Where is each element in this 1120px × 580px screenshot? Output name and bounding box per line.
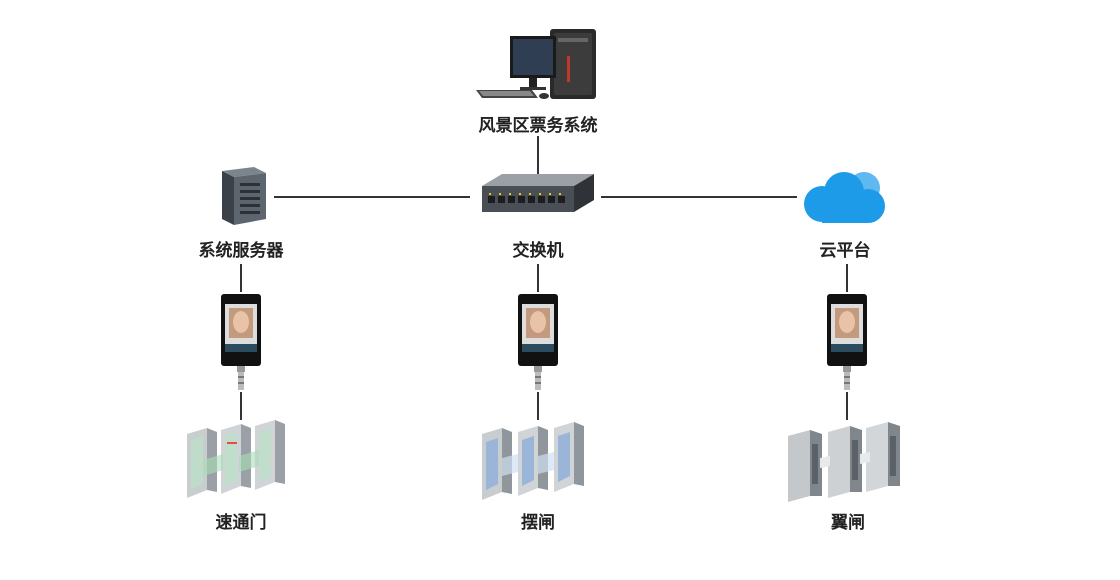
swing-gate-icon: [478, 420, 596, 502]
link-switch-cloud: [601, 196, 797, 198]
link-server-terminal: [240, 264, 242, 292]
link-ticketing-switch: [537, 136, 539, 176]
flap-barrier-icon: [786, 420, 906, 504]
speed-gate-label: 速通门: [215, 513, 267, 533]
link-cloud-terminal: [846, 264, 848, 292]
link-terminal-swing-gate: [537, 392, 539, 420]
face-recognition-terminal-icon: [825, 292, 869, 392]
flap-barrier-label: 翼闸: [831, 513, 865, 533]
ticketing-system-label: 风景区票务系统: [478, 116, 598, 136]
swing-gate-label: 摆闸: [521, 513, 555, 533]
face-recognition-terminal-icon: [219, 292, 263, 392]
server-label: 系统服务器: [198, 241, 284, 261]
network-switch-icon: [478, 172, 598, 218]
link-terminal-flap-gate: [846, 392, 848, 420]
cloud-platform-label: 云平台: [819, 241, 871, 261]
server-tower-icon: [216, 165, 270, 227]
cloud-icon: [800, 164, 892, 226]
link-server-switch: [274, 196, 470, 198]
link-switch-terminal: [537, 264, 539, 292]
speed-gate-icon: [183, 420, 301, 502]
desktop-computer-icon: [472, 26, 602, 104]
face-recognition-terminal-icon: [516, 292, 560, 392]
link-terminal-speed-gate: [240, 392, 242, 420]
switch-label: 交换机: [512, 241, 564, 261]
